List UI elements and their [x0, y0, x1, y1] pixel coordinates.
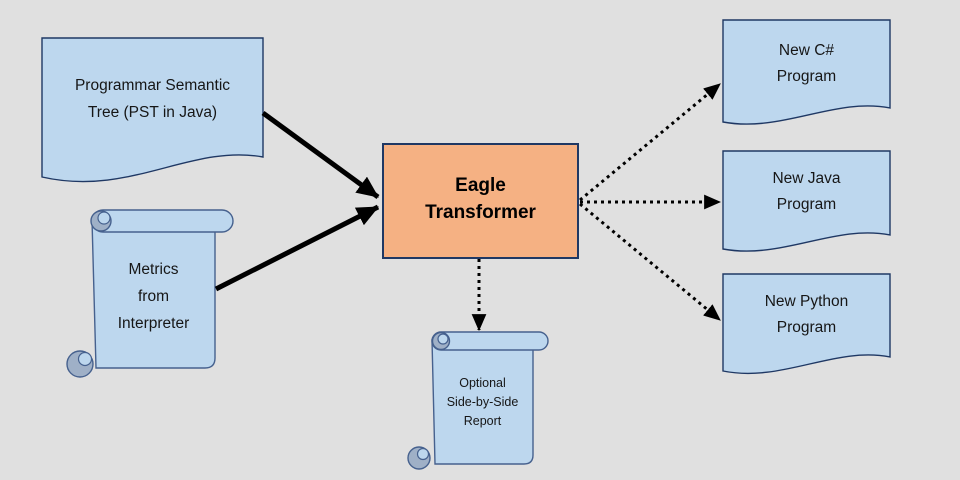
- eagle-transformer-box: [382, 143, 579, 259]
- metrics-scroll-shape: [66, 209, 234, 378]
- arrow-metrics-to-transformer: [214, 204, 380, 292]
- metrics-scroll-roll: [91, 209, 234, 233]
- arrow-transformer-to-python: [579, 202, 721, 322]
- report-scroll-body: [431, 339, 534, 465]
- report-scroll-bottom-curl-inner: [416, 447, 430, 461]
- report-scroll-shape: [407, 331, 549, 470]
- new-csharp-document-shape: [722, 19, 891, 125]
- metrics-scroll-bottom-curl-inner: [77, 351, 93, 367]
- new-python-document-shape: [722, 273, 891, 375]
- metrics-scroll-body: [91, 219, 216, 369]
- arrow-pst-to-transformer: [261, 110, 380, 200]
- report-scroll-top-curl-inner: [437, 333, 449, 345]
- new-java-document-shape: [722, 150, 891, 252]
- arrow-transformer-to-csharp: [579, 82, 721, 202]
- pst-document-shape: [41, 37, 264, 183]
- metrics-scroll-top-curl-inner: [97, 211, 111, 225]
